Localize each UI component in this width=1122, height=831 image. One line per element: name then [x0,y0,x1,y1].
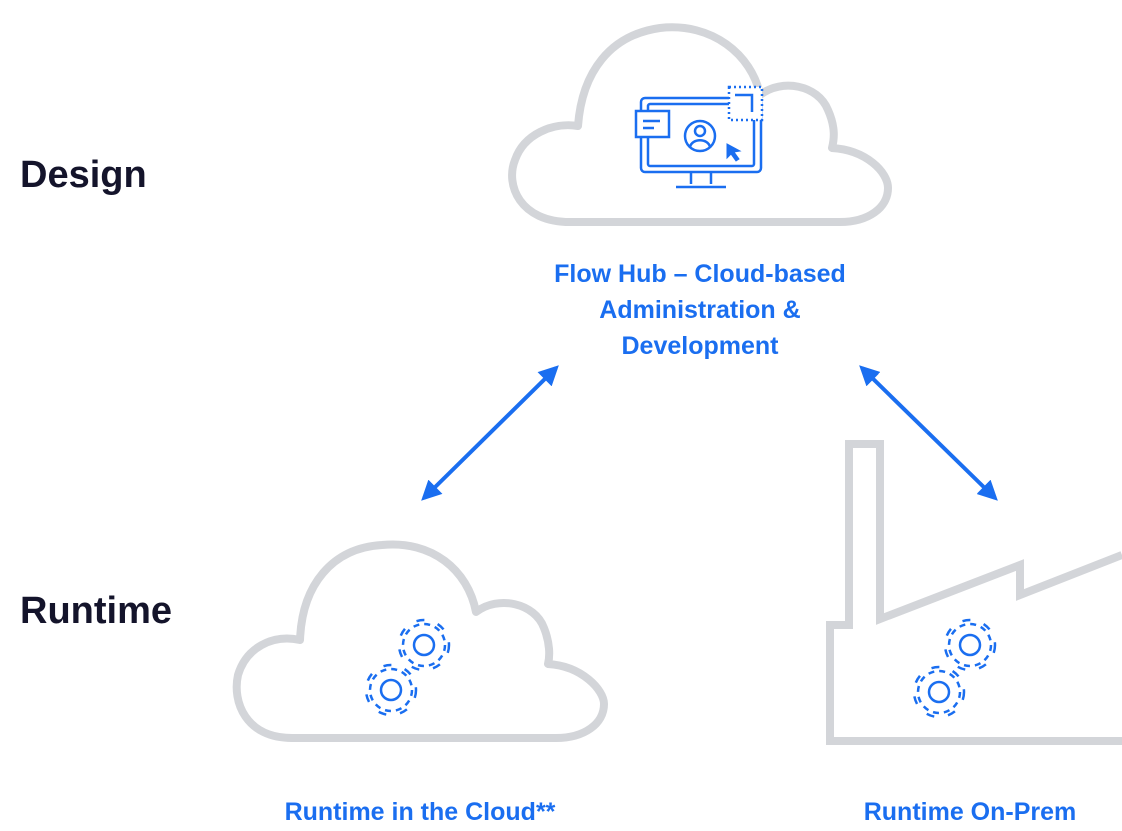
factory-outline [826,440,1122,745]
flow-hub-caption-line: Development [621,332,779,360]
runtime-onprem-caption: Runtime On-Prem [863,798,1077,826]
flow-hub-caption-line: Flow Hub – Cloud-based [554,260,846,288]
design-cloud-outline [508,23,892,226]
design-row-label: Design [20,154,147,196]
runtime-row-label: Runtime [20,590,172,632]
arrow-hub-to-cloud [421,365,559,501]
monitor-user-icon [634,85,764,189]
runtime-cloud-caption: Runtime in the Cloud** [284,798,556,826]
gears-icon [912,618,997,719]
gears-icon [364,618,451,717]
runtime-cloud-outline [232,540,608,742]
flow-hub-caption-line: Administration & [599,296,801,324]
arrow-hub-to-onprem [859,365,998,501]
flow-hub-caption: Flow Hub – Cloud-based Administration & … [470,256,930,364]
